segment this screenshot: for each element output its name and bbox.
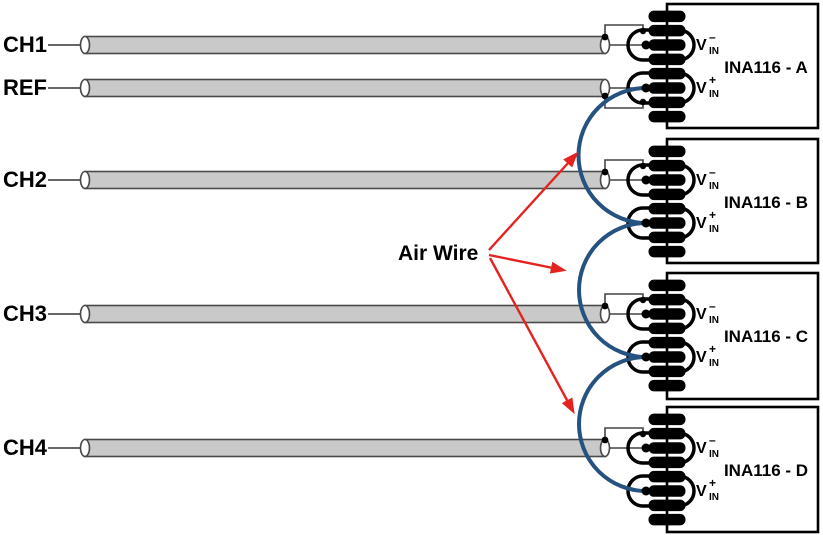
pin-label-c-vplus: V + IN — [696, 342, 719, 369]
shield-dot-ch2 — [601, 168, 609, 176]
pin-label-b-vplus: V + IN — [696, 208, 719, 235]
pin-label-a-vplus: V + IN — [696, 73, 719, 100]
shield-dot-ch3 — [601, 302, 609, 310]
svg-text:+: + — [709, 342, 716, 356]
pin-label-b-vminus: V – IN — [696, 165, 719, 192]
svg-text:V: V — [696, 483, 707, 500]
svg-text:V: V — [696, 215, 707, 232]
pin-label-c-vminus: V – IN — [696, 299, 719, 326]
guard-connection-dots — [639, 27, 647, 438]
svg-text:IN: IN — [709, 492, 719, 503]
arrow-to-air-wire-2 — [488, 253, 567, 274]
shield-dot-ref — [601, 92, 609, 100]
channel-label-ch1: CH1 — [3, 32, 47, 57]
svg-text:V: V — [696, 306, 707, 323]
svg-text:+: + — [709, 476, 716, 490]
shield-dot-ch1 — [601, 33, 609, 41]
amp-title-c: INA116 - C — [724, 327, 808, 346]
svg-text:IN: IN — [709, 224, 719, 235]
channel-label-ch2: CH2 — [3, 167, 47, 192]
shield-dot-ch4 — [601, 436, 609, 444]
shield-dots — [601, 33, 609, 444]
air-wire-pointer-arrows — [488, 151, 579, 415]
amp-title-d: INA116 - D — [724, 461, 808, 480]
arrow-to-air-wire-1 — [488, 151, 579, 251]
air-wire-a-to-b — [576, 86, 647, 225]
arrow-to-air-wire-3 — [488, 257, 575, 415]
svg-text:+: + — [709, 208, 716, 222]
box-outline — [665, 137, 820, 265]
air-wire-c-to-d — [577, 355, 647, 493]
amplifier-box-d: INA116 - D — [665, 405, 820, 534]
svg-text:V: V — [696, 440, 707, 457]
pin-label-a-vminus: V – IN — [696, 30, 719, 57]
channel-label-ch3: CH3 — [3, 301, 47, 326]
amplifier-box-c: INA116 - C — [665, 271, 820, 401]
air-wire-b-to-c — [577, 221, 647, 359]
svg-text:IN: IN — [709, 89, 719, 100]
cable-ch3 — [47, 304, 611, 324]
svg-text:V: V — [696, 80, 707, 97]
svg-text:–: – — [709, 299, 716, 313]
svg-text:–: – — [709, 165, 716, 179]
box-outline — [665, 2, 820, 130]
signal-dots — [641, 40, 651, 496]
pin-label-d-vminus: V – IN — [696, 433, 719, 460]
amp-title-b: INA116 - B — [724, 193, 808, 212]
cable-ch1 — [47, 35, 611, 55]
box-outline — [665, 405, 820, 534]
svg-text:–: – — [709, 433, 716, 447]
channel-label-ref: REF — [3, 75, 47, 100]
svg-text:V: V — [696, 172, 707, 189]
svg-text:IN: IN — [709, 181, 719, 192]
amplifier-box-b: INA116 - B — [665, 137, 820, 265]
air-wire-label: Air Wire — [398, 242, 478, 265]
svg-text:IN: IN — [709, 449, 719, 460]
box-outline — [665, 271, 820, 401]
svg-text:+: + — [709, 73, 716, 87]
channel-label-ch4: CH4 — [3, 435, 48, 460]
cable-ch4 — [47, 438, 611, 458]
svg-text:IN: IN — [709, 315, 719, 326]
cable-ref — [47, 78, 611, 98]
air-wires — [576, 86, 647, 493]
pin-label-d-vplus: V + IN — [696, 476, 719, 503]
amplifier-box-a: INA116 - A — [665, 2, 820, 130]
svg-text:V: V — [696, 349, 707, 366]
cable-ch2 — [47, 170, 611, 190]
svg-text:IN: IN — [709, 46, 719, 57]
svg-text:IN: IN — [709, 358, 719, 369]
amp-title-a: INA116 - A — [724, 58, 807, 77]
svg-text:–: – — [709, 30, 716, 44]
svg-text:V: V — [696, 37, 707, 54]
